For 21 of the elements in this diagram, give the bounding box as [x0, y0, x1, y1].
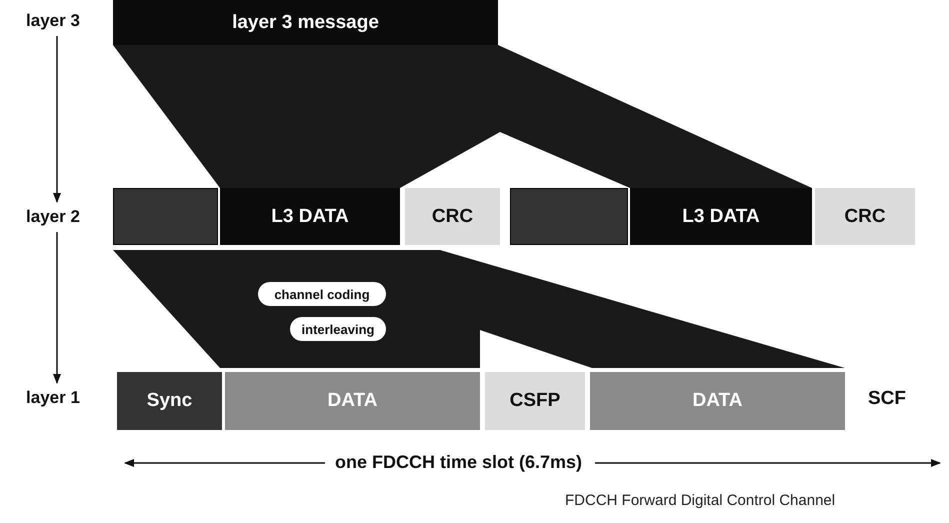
- scf-label: SCF: [868, 388, 906, 410]
- footnote: FDCCH Forward Digital Control Channel: [565, 492, 836, 509]
- process-pill: interleaving: [290, 317, 386, 341]
- arrow: [53, 232, 61, 384]
- process-pill: channel coding: [258, 282, 386, 306]
- layer-label: layer 1: [8, 385, 98, 411]
- layer-label: layer 2: [8, 204, 98, 230]
- data-block: L3 DATA: [630, 188, 812, 245]
- layer-label: layer 3: [8, 8, 98, 34]
- header-block: [113, 188, 218, 245]
- data-block: CRC: [405, 188, 500, 245]
- data-block: L3 DATA: [220, 188, 400, 245]
- dimension-label: one FDCCH time slot (6.7ms): [335, 452, 582, 473]
- data-block: DATA: [590, 372, 845, 430]
- arrow: [53, 36, 61, 203]
- header-block: [510, 188, 628, 245]
- data-block: CRC: [815, 188, 915, 245]
- header-block: Sync: [117, 372, 222, 430]
- data-block: DATA: [225, 372, 480, 430]
- data-block: layer 3 message: [113, 0, 498, 45]
- data-block: CSFP: [485, 372, 585, 430]
